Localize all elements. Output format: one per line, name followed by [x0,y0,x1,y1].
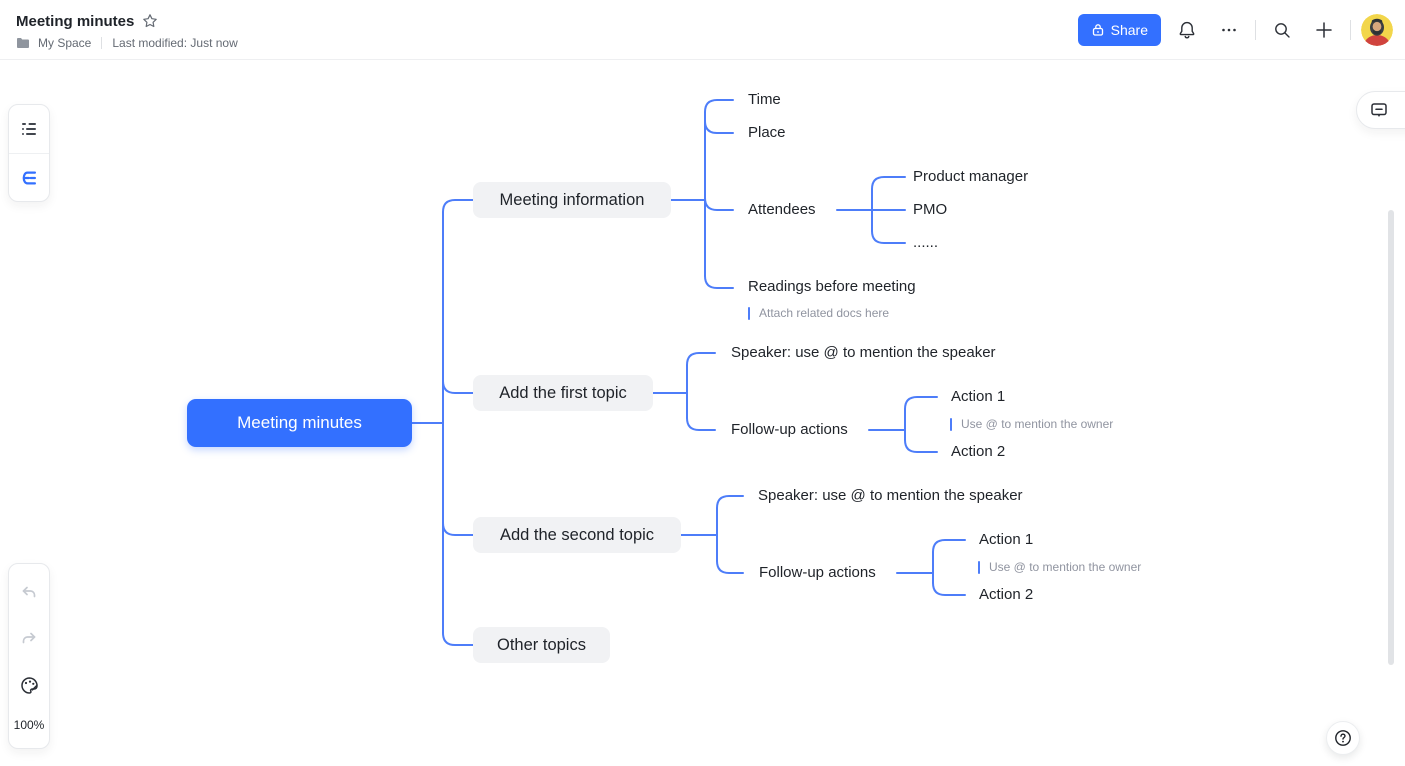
outline-view-button[interactable] [9,105,49,153]
share-button-label: Share [1110,22,1148,38]
page-title: Meeting minutes [16,12,135,30]
note-text: Use @ to mention the owner [961,417,1114,431]
note-action1-2[interactable]: Use @ to mention the owner [978,559,1141,575]
notifications-button[interactable] [1171,14,1203,46]
top-header: Meeting minutes My Space Last modified: … [0,0,1405,60]
note-text: Use @ to mention the owner [989,560,1142,574]
note-readings[interactable]: Attach related docs here [748,305,889,321]
vertical-scrollbar[interactable] [1388,210,1394,665]
leaf-node-speaker-1[interactable]: Speaker: use @ to mention the speaker [731,344,996,361]
bell-icon [1177,20,1197,40]
help-button[interactable] [1326,721,1360,755]
avatar[interactable] [1361,14,1393,46]
canvas-tools-panel: 100% [8,563,50,749]
mindmap-root-node[interactable]: Meeting minutes [187,399,412,447]
undo-button[interactable] [9,570,49,616]
leaf-node-readings[interactable]: Readings before meeting [748,278,916,295]
ellipsis-icon [1219,20,1239,40]
share-button[interactable]: Share [1077,14,1161,46]
redo-icon [19,629,39,649]
view-switcher-panel [8,104,50,202]
leaf-node-action2-2[interactable]: Action 2 [979,586,1034,603]
header-actions: Share [1077,0,1393,60]
note-bar [950,417,952,431]
document-info: Meeting minutes My Space Last modified: … [16,10,238,51]
leaf-node-time[interactable]: Time [748,91,781,108]
branch-node-other-topics[interactable]: Other topics [473,627,610,663]
redo-button[interactable] [9,616,49,662]
branch-node-meeting-information[interactable]: Meeting information [473,182,671,218]
leaf-node-attendees[interactable]: Attendees [748,201,816,218]
create-new-button[interactable] [1308,14,1340,46]
leaf-node-place[interactable]: Place [748,124,786,141]
folder-icon [16,37,30,49]
comments-button[interactable] [1356,91,1405,129]
meta-divider [101,37,103,49]
theme-button[interactable] [9,662,49,708]
comment-icon [1369,100,1389,120]
last-modified-label: Last modified: Just now [112,36,238,50]
lock-icon [1091,23,1105,37]
note-text: Attach related docs here [759,306,890,320]
mindmap-canvas[interactable]: Meeting minutes Meeting information Add … [0,61,1405,766]
more-actions-button[interactable] [1213,14,1245,46]
leaf-node-followup-2[interactable]: Follow-up actions [759,564,876,581]
question-mark-icon [1333,728,1353,748]
search-icon [1272,20,1292,40]
branch-node-first-topic[interactable]: Add the first topic [473,375,653,411]
note-bar [748,306,750,320]
outline-list-icon [18,118,40,140]
header-divider [1350,20,1351,40]
note-action1-1[interactable]: Use @ to mention the owner [950,416,1113,432]
leaf-node-followup-1[interactable]: Follow-up actions [731,421,848,438]
leaf-node-ellipsis-more[interactable]: ...... [913,234,939,251]
leaf-node-action1-2[interactable]: Action 1 [979,531,1034,548]
search-button[interactable] [1266,14,1298,46]
plus-icon [1314,20,1334,40]
palette-icon [19,675,40,696]
undo-icon [19,583,39,603]
leaf-node-pmo[interactable]: PMO [913,201,948,218]
zoom-level-indicator[interactable]: 100% [13,718,45,732]
mindmap-tree-icon [18,167,40,189]
note-bar [978,560,980,574]
mindmap-view-button[interactable] [9,153,49,201]
breadcrumb[interactable]: My Space [38,36,92,50]
leaf-node-action1-1[interactable]: Action 1 [951,388,1006,405]
star-icon[interactable] [142,13,158,29]
leaf-node-speaker-2[interactable]: Speaker: use @ to mention the speaker [758,487,1023,504]
leaf-node-action2-1[interactable]: Action 2 [951,443,1006,460]
header-divider [1255,20,1256,40]
branch-node-second-topic[interactable]: Add the second topic [473,517,681,553]
leaf-node-product-manager[interactable]: Product manager [913,168,1029,185]
